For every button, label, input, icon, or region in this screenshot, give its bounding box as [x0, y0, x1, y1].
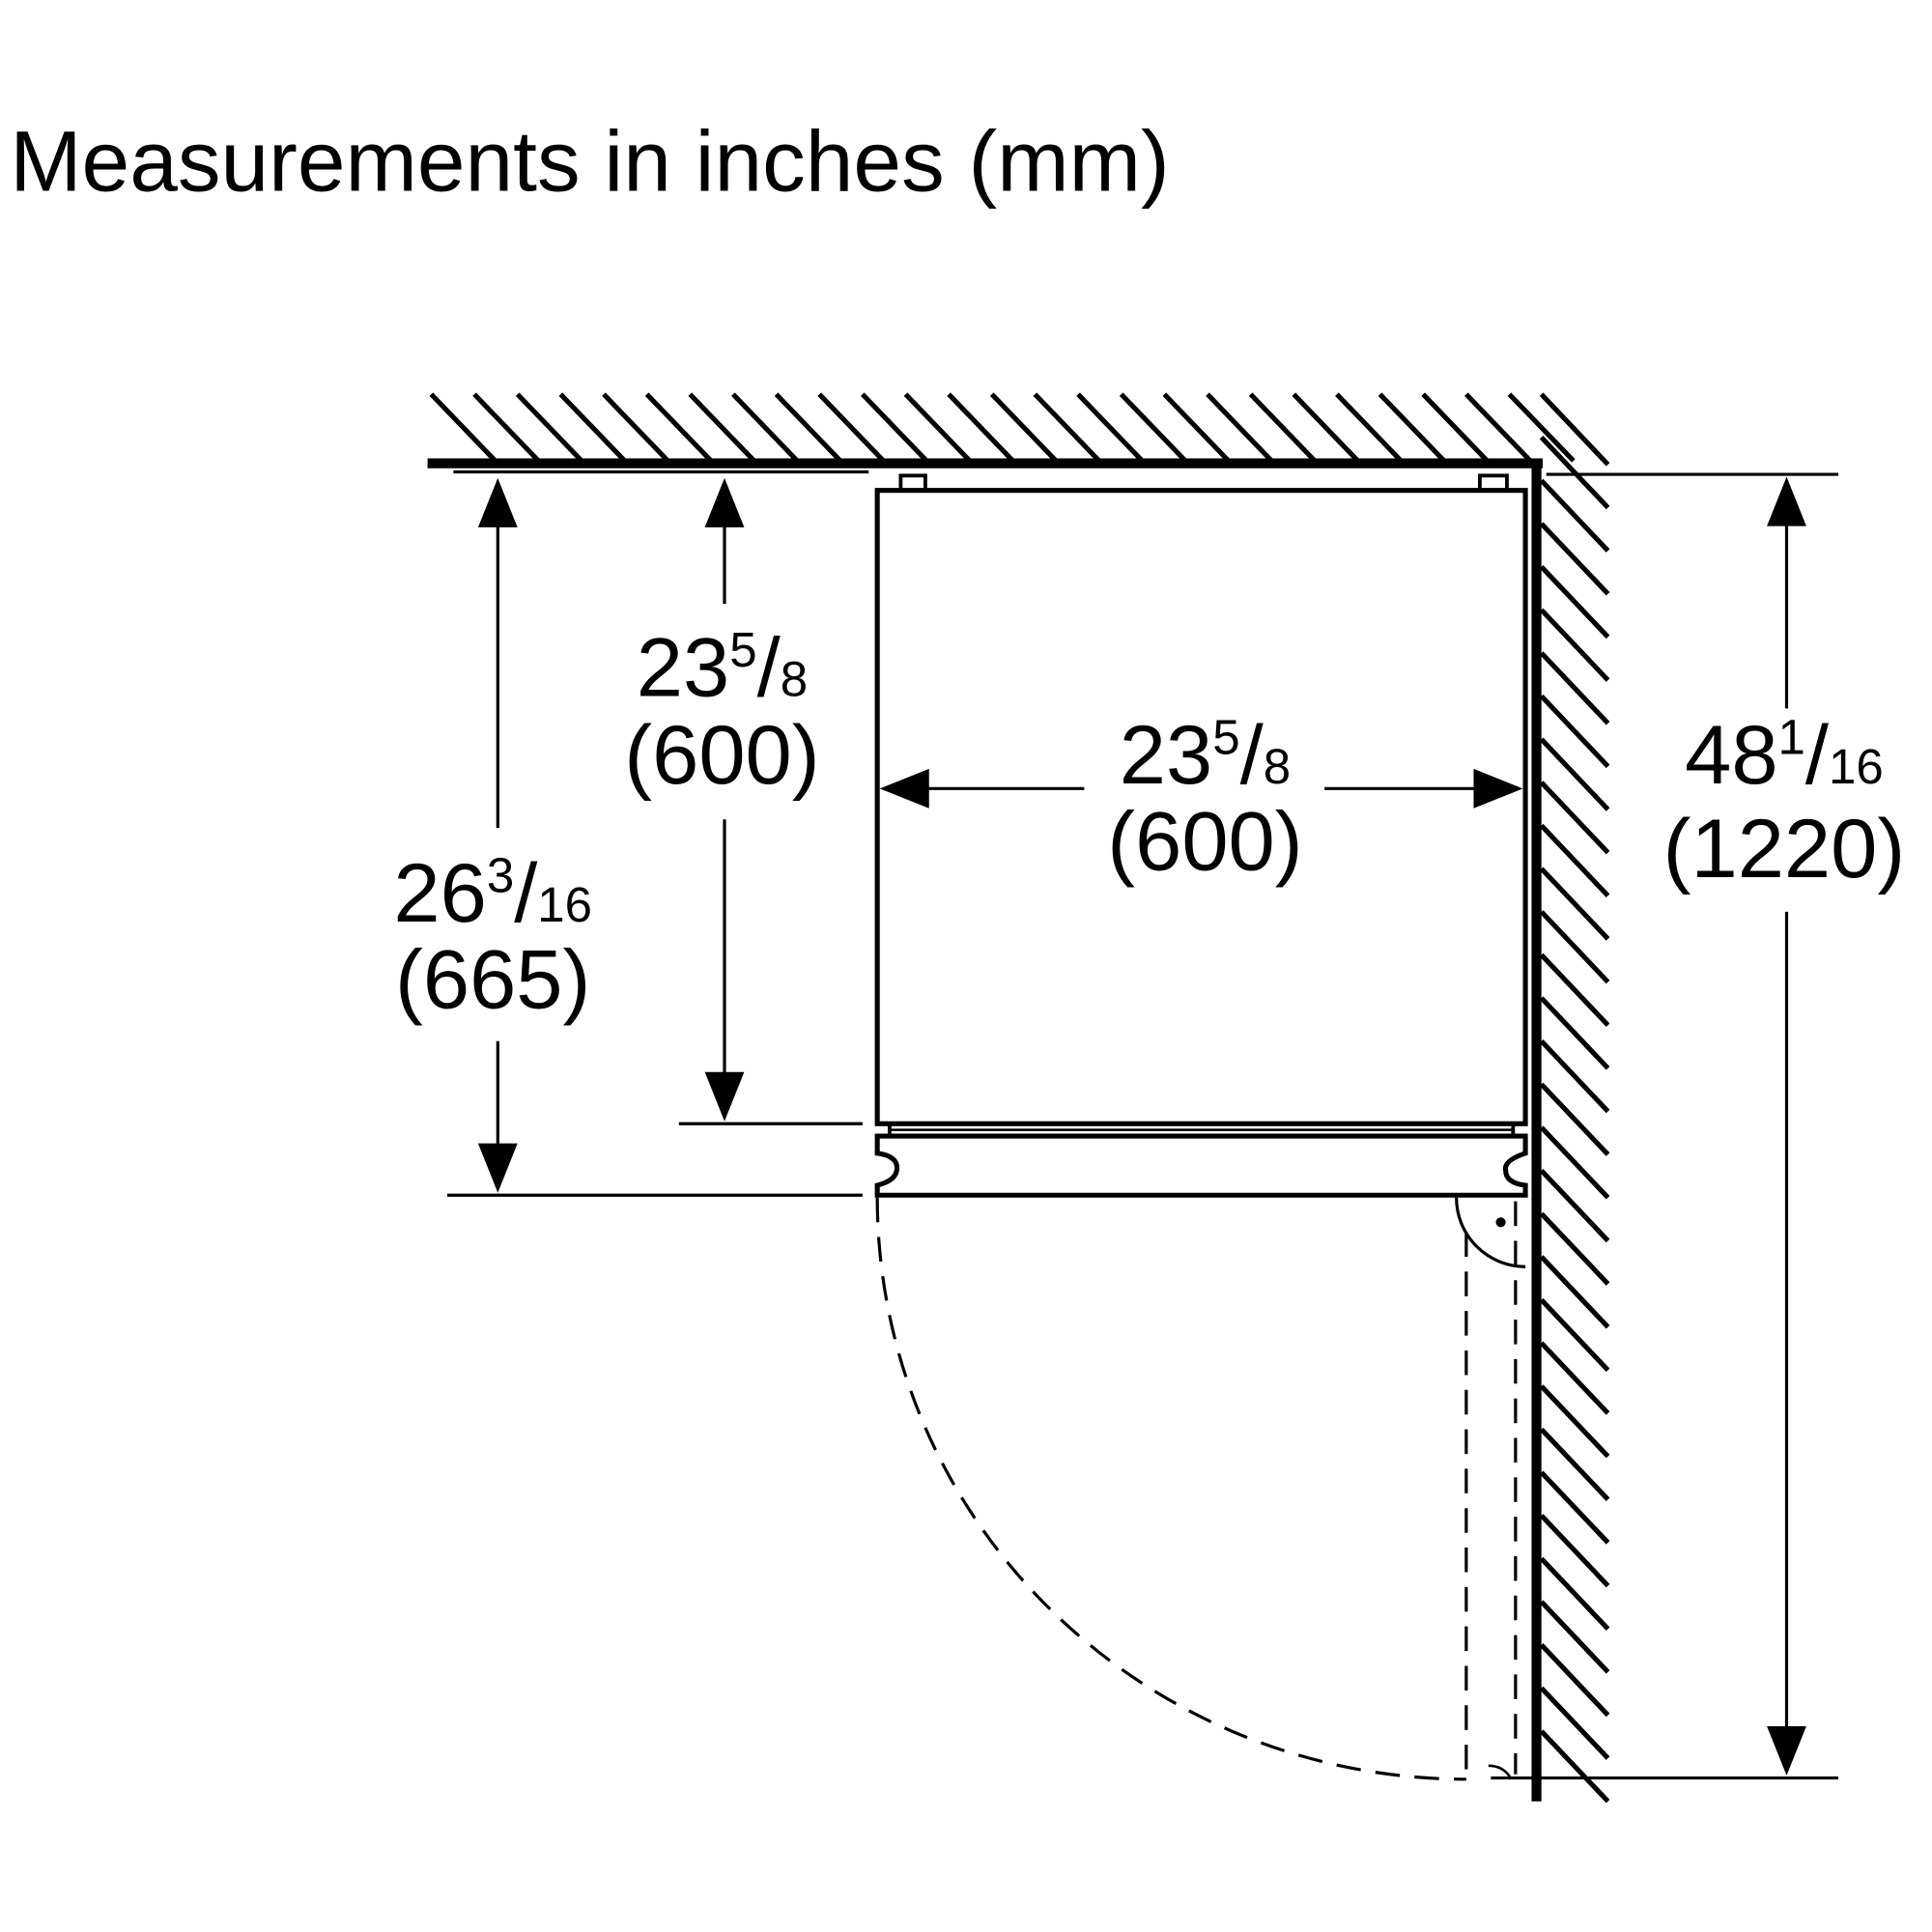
hatch-line — [472, 392, 541, 463]
hinge-arc — [1455, 1197, 1526, 1268]
svg-text:(665): (665) — [395, 932, 590, 1026]
hatch-line — [989, 392, 1058, 463]
hatch-line — [861, 392, 929, 463]
svg-text:(600): (600) — [624, 708, 819, 802]
hatch-line — [1539, 910, 1610, 984]
hatch-line — [1539, 436, 1610, 510]
hatch-line — [644, 392, 713, 463]
hatch-line — [817, 392, 886, 463]
dim-depth-cabinet: 235/8 (600) — [624, 621, 819, 803]
hatch-line — [1421, 392, 1490, 463]
hatch-line — [1539, 478, 1610, 553]
hatch-line — [1539, 737, 1610, 811]
hatch-line — [1539, 867, 1610, 941]
hatch-line — [1539, 1686, 1610, 1760]
hatch-line — [1464, 392, 1533, 463]
dim-door-clearance: 481/16 (1220) — [1663, 708, 1906, 895]
cabinet — [874, 473, 1528, 1198]
hatch-line — [1539, 823, 1610, 898]
svg-text:235/8: 235/8 — [637, 621, 808, 715]
hatch-line — [1539, 694, 1610, 769]
dim-width-cabinet: 235/8 (600) — [1107, 708, 1302, 888]
hatch-line — [1539, 1125, 1610, 1200]
svg-text:481/16: 481/16 — [1685, 708, 1884, 802]
svg-text:235/8: 235/8 — [1120, 708, 1291, 802]
hatch-line — [515, 392, 583, 463]
svg-text:(1220): (1220) — [1663, 802, 1906, 895]
hatch-line — [1539, 1427, 1610, 1502]
page-title: Measurements in inches (mm) — [10, 113, 1169, 210]
arrowheads — [477, 476, 1806, 1776]
side-wall-hatching — [1539, 392, 1610, 1804]
hatch-line — [1539, 651, 1610, 725]
door-swing — [875, 1197, 1518, 1781]
hatch-line — [688, 392, 756, 463]
hatch-line — [1539, 1600, 1610, 1674]
top-wall-hatching — [429, 392, 1576, 463]
hatch-line — [558, 392, 627, 463]
hatch-line — [1335, 392, 1404, 463]
hatch-line — [1539, 1082, 1610, 1156]
hatch-line — [947, 392, 1015, 463]
hatch-line — [1076, 392, 1145, 463]
hatch-line — [774, 392, 842, 463]
hatch-line — [1539, 1514, 1610, 1588]
hatch-line — [1206, 392, 1274, 463]
hatch-line — [1539, 996, 1610, 1070]
hatch-line — [1033, 392, 1101, 463]
hatch-line — [1162, 392, 1231, 463]
hinge-pivot — [1495, 1217, 1506, 1228]
dimension-lines — [447, 469, 1839, 1780]
hatch-line — [1539, 952, 1610, 1027]
svg-text:263/16: 263/16 — [393, 846, 592, 940]
hatch-line — [1539, 1039, 1610, 1114]
hatch-line — [1539, 1211, 1610, 1286]
hatch-line — [903, 392, 972, 463]
hatch-line — [1539, 1470, 1610, 1545]
hatch-line — [1539, 1168, 1610, 1243]
dim-depth-total: 263/16 (665) — [393, 846, 592, 1026]
hatch-line — [602, 392, 670, 463]
hatch-line — [1507, 392, 1576, 463]
hatch-line — [1539, 1556, 1610, 1631]
hatch-line — [1539, 1384, 1610, 1459]
hatch-line — [1539, 781, 1610, 855]
hatch-line — [1292, 392, 1360, 463]
hatch-line — [1539, 522, 1610, 596]
hatch-line — [1539, 1643, 1610, 1718]
hatch-line — [1539, 1341, 1610, 1415]
hatch-line — [429, 392, 497, 463]
hatch-line — [1539, 564, 1610, 639]
hatch-line — [1539, 392, 1610, 467]
svg-text:(600): (600) — [1107, 795, 1302, 889]
hatch-line — [1539, 1297, 1610, 1373]
hatch-line — [731, 392, 800, 463]
hatch-line — [1378, 392, 1446, 463]
hatch-line — [1539, 608, 1610, 682]
hatch-line — [1119, 392, 1187, 463]
hatch-line — [1539, 1729, 1610, 1804]
hatch-line — [1248, 392, 1317, 463]
hatch-line — [1539, 1255, 1610, 1329]
